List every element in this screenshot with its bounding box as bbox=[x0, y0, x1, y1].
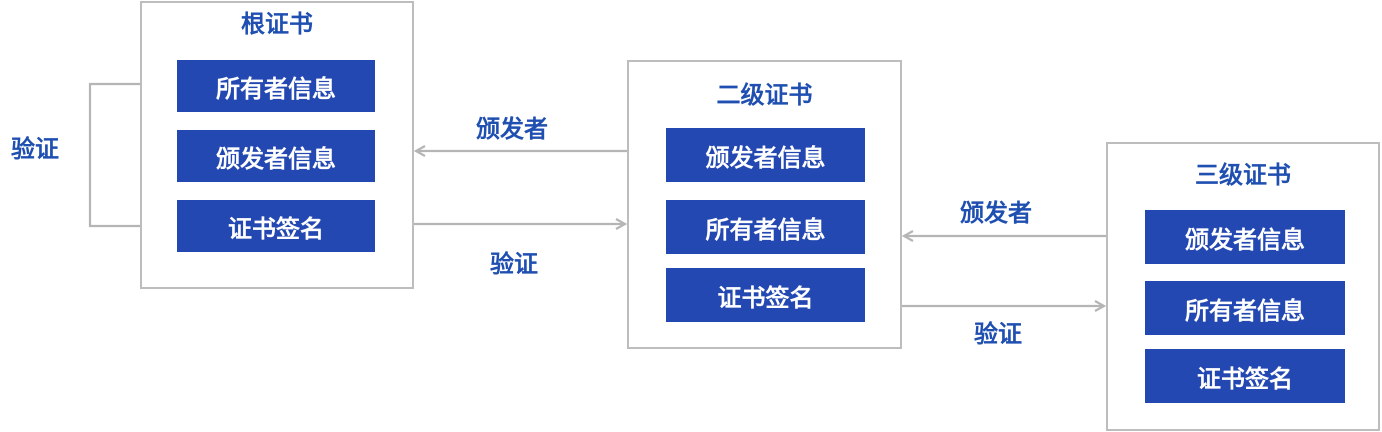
leaf-signature-field: 证书签名 bbox=[1145, 349, 1345, 403]
leaf-verify-label: 验证 bbox=[974, 320, 1022, 348]
root-certificate-box: 根证书 所有者信息 颁发者信息 证书签名 bbox=[140, 1, 414, 289]
intermediate-owner-info-field: 所有者信息 bbox=[666, 200, 865, 254]
intermediate-verify-label: 验证 bbox=[490, 250, 538, 278]
leaf-certificate-title: 三级证书 bbox=[1195, 161, 1291, 189]
intermediate-certificate-title: 二级证书 bbox=[716, 81, 813, 109]
root-self-verify-arrow bbox=[88, 82, 177, 226]
root-owner-info-field: 所有者信息 bbox=[177, 60, 375, 112]
intermediate-issuer-info-field: 颁发者信息 bbox=[666, 128, 865, 182]
leaf-issuer-label: 颁发者 bbox=[960, 199, 1032, 227]
root-certificate-title: 根证书 bbox=[241, 10, 313, 38]
leaf-issuer-info-field: 颁发者信息 bbox=[1145, 210, 1345, 264]
root-self-verify-label: 验证 bbox=[11, 135, 59, 163]
root-issuer-info-field: 颁发者信息 bbox=[177, 130, 375, 182]
intermediate-issuer-label: 颁发者 bbox=[476, 115, 548, 143]
leaf-owner-info-field: 所有者信息 bbox=[1145, 281, 1345, 335]
intermediate-signature-field: 证书签名 bbox=[666, 268, 865, 322]
leaf-certificate-box: 三级证书 颁发者信息 所有者信息 证书签名 bbox=[1106, 142, 1380, 431]
intermediate-certificate-box: 二级证书 颁发者信息 所有者信息 证书签名 bbox=[627, 60, 902, 349]
root-signature-field: 证书签名 bbox=[177, 200, 375, 252]
